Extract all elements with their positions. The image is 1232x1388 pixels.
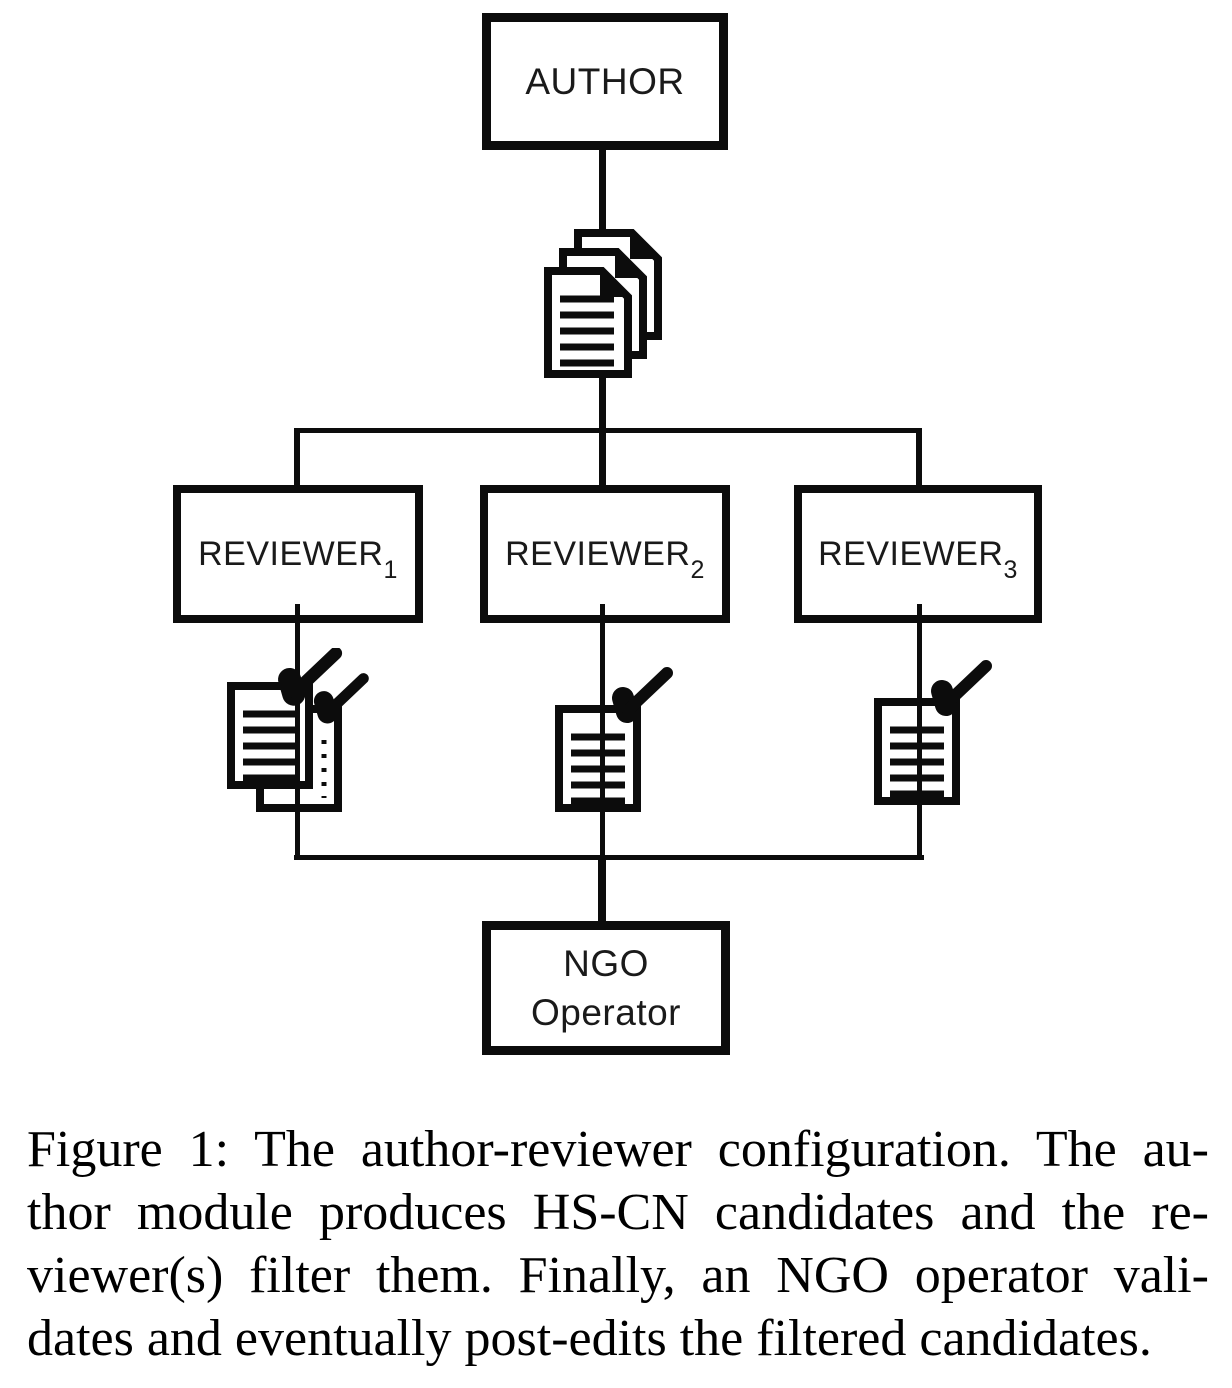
caption-line-3: viewer(s) filter them. Finally, an NGO o… [27,1247,1209,1304]
ngo-operator-node: NGO Operator [482,921,730,1055]
double-checked-document-icon [225,648,373,822]
reviewer2-subscript: 2 [690,555,705,584]
reviewer3-label: REVIEWER3 [818,534,1018,584]
caption-line-4: dates and eventually post-edits the filt… [27,1310,1152,1367]
connector-author-to-stack [599,148,606,236]
document-stack-icon [544,228,666,380]
connector-merge-bar-bottom [294,855,924,860]
reviewer1-label: REVIEWER1 [198,534,398,584]
caption-line-1: Figure 1: The author-reviewer configurat… [27,1121,1209,1178]
caption-line-2: thor module produces HS-CN candidates an… [27,1184,1209,1241]
connector-reviewer1-to-merge [295,604,300,858]
checked-document-icon [553,650,681,824]
reviewer3-node: REVIEWER3 [794,485,1042,623]
author-node: AUTHOR [482,13,728,150]
reviewer1-node: REVIEWER1 [173,485,423,623]
ngo-label-line2: Operator [530,992,681,1033]
reviewer2-label: REVIEWER2 [505,534,705,584]
reviewer2-node: REVIEWER2 [480,485,730,623]
reviewer3-subscript: 3 [1003,555,1018,584]
connector-drop-reviewer3 [916,428,922,488]
figure-caption: Figure 1: The author-reviewer configurat… [27,1118,1209,1370]
connector-split-bar-top [296,428,922,433]
ngo-label-line1: NGO [563,943,649,984]
checked-document-icon [872,643,1000,817]
reviewer1-subscript: 1 [383,555,398,584]
author-label: AUTHOR [525,60,685,102]
connector-reviewer3-to-merge [917,604,922,858]
connector-merge-to-ngo [598,857,606,925]
connector-drop-reviewer1 [294,428,300,488]
connector-reviewer2-to-merge [600,604,605,858]
